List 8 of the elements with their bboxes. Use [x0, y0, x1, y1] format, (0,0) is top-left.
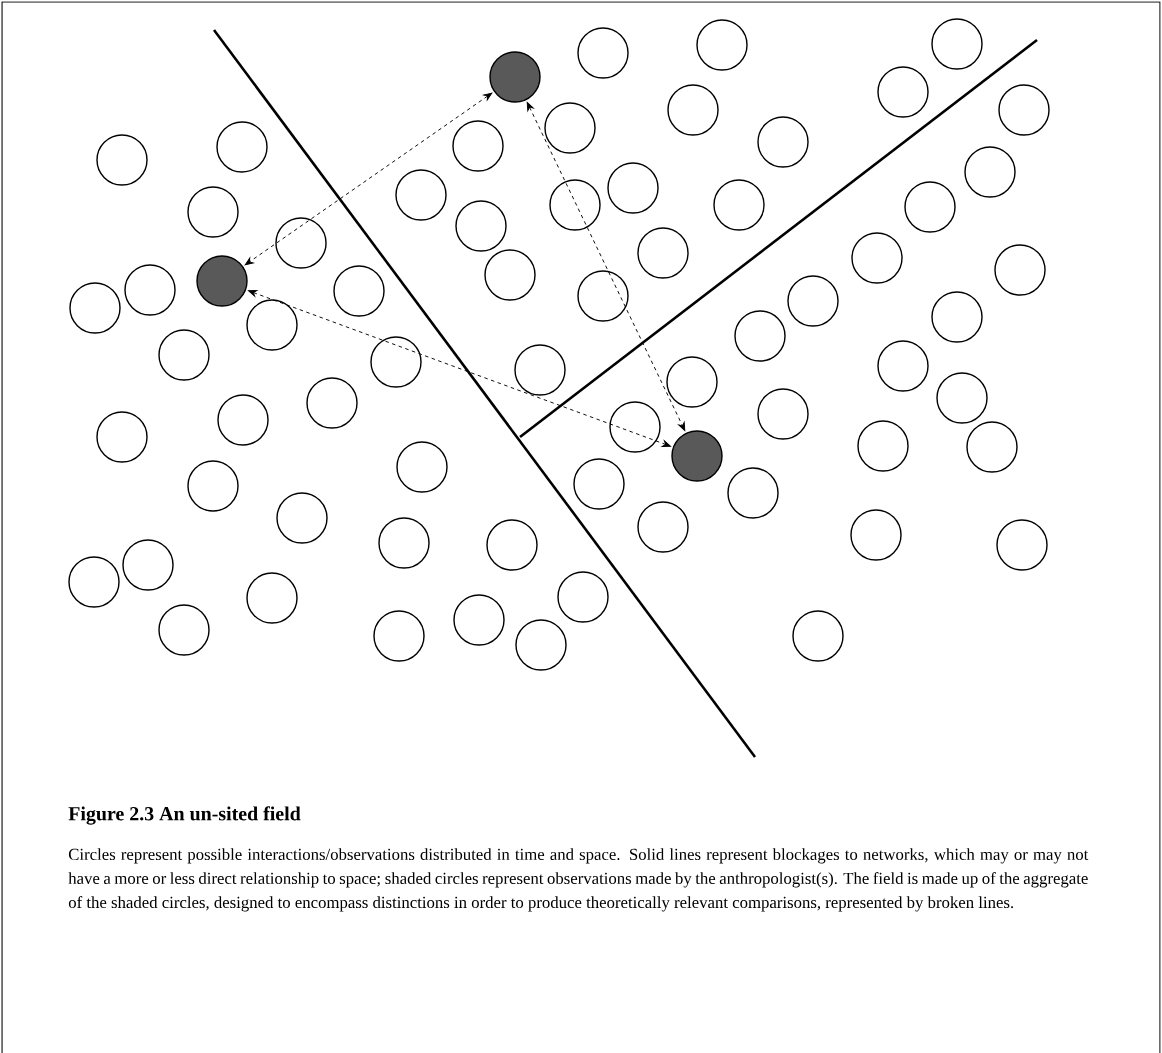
arrow — [244, 92, 493, 266]
figure-title: Figure 2.3 An un-sited field — [68, 806, 301, 825]
arrow — [247, 290, 672, 447]
shaded-circle — [489, 51, 541, 103]
shaded-circle — [196, 255, 248, 307]
caption: Circles represent possible interactions/observations distributed in time and space. Solid lines represent blockages to networks, which may or may not have a more or less direct relationship to space; shaded circles represent observations made by the anthropologist(s). The field is made up of the aggregate of the shaded circles, designed to encompass distinctions in order to produce theoretically relevant comparisons, represented by broken lines. — [68, 848, 1089, 912]
arrow — [526, 101, 686, 432]
shaded-circle — [671, 430, 723, 482]
